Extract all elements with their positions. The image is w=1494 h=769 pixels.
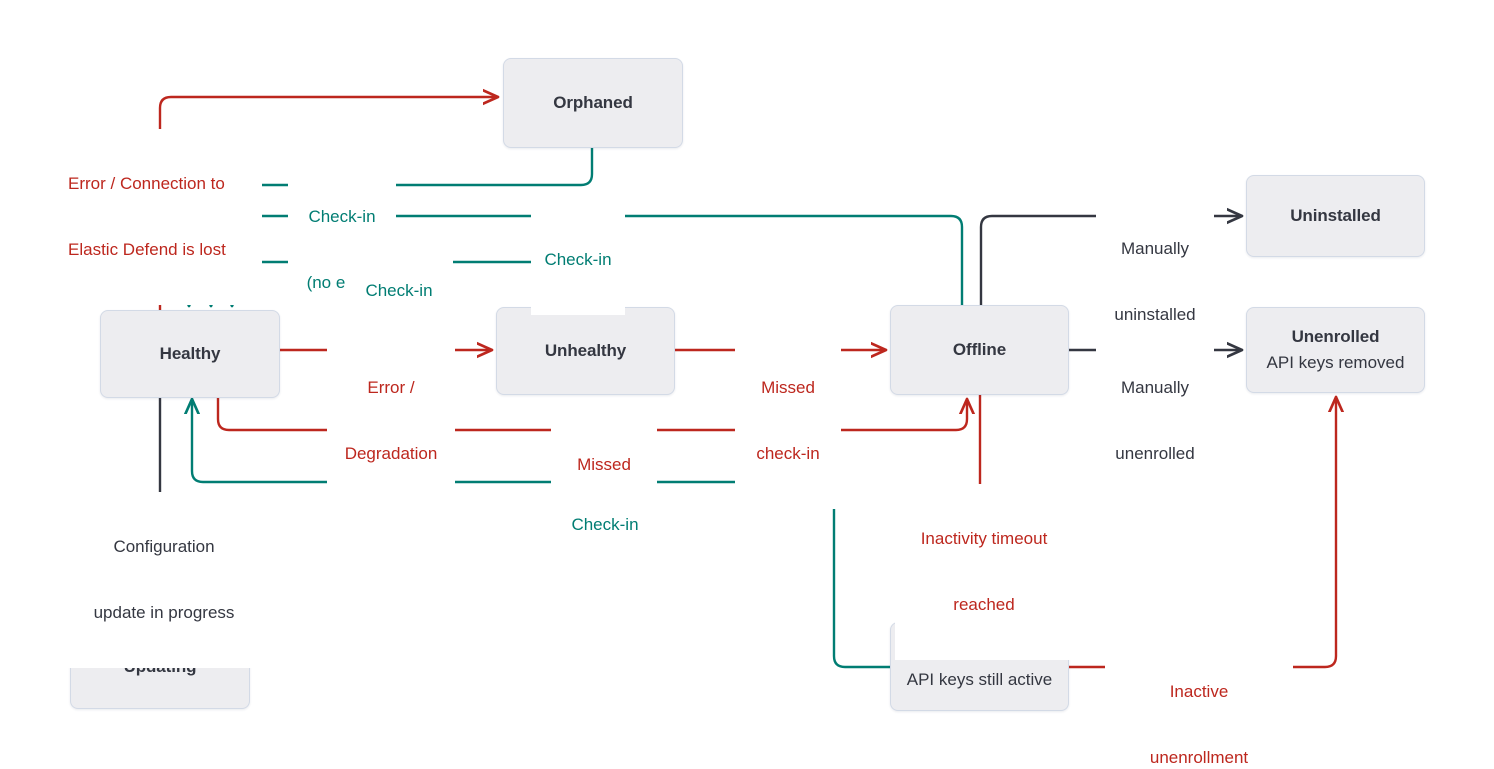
edge-inactive-to-unenrolled bbox=[1066, 397, 1336, 669]
label-manually-unenrolled: Manually unenrolled bbox=[1096, 333, 1214, 509]
node-unenrolled-subtitle: API keys removed bbox=[1266, 353, 1405, 372]
label-checkin-inactive: Check-in bbox=[558, 470, 652, 580]
label-error-connection-lost: Error / Connection to Elastic Defend is … bbox=[64, 129, 262, 305]
node-uninstalled[interactable]: Uninstalled bbox=[1246, 175, 1425, 257]
node-unhealthy-title: Unhealthy bbox=[544, 341, 627, 360]
node-healthy-title: Healthy bbox=[159, 344, 221, 363]
label-inactivity-timeout: Inactivity timeout reached bbox=[895, 484, 1073, 660]
node-uninstalled-title: Uninstalled bbox=[1290, 206, 1381, 225]
node-inactive-subtitle: API keys still active bbox=[906, 669, 1053, 689]
node-unenrolled-title: Unenrolled bbox=[1291, 327, 1380, 346]
node-healthy[interactable]: Healthy bbox=[100, 310, 280, 398]
label-inactive-unenrollment: Inactive unenrollment timeout reached bbox=[1105, 637, 1293, 769]
node-orphaned-title: Orphaned bbox=[553, 93, 633, 112]
label-checkin-offline: Check-in bbox=[531, 205, 625, 315]
label-error-degradation: Error / Degradation bbox=[327, 333, 455, 509]
edge-healthy-to-orphaned bbox=[158, 97, 498, 312]
node-unenrolled[interactable]: Unenrolled API keys removed bbox=[1246, 307, 1425, 393]
edge-offline-to-uninstalled bbox=[979, 216, 1242, 307]
label-configuration-update: Configuration update in progress bbox=[62, 492, 266, 668]
node-offline-title: Offline bbox=[952, 340, 1007, 359]
node-orphaned[interactable]: Orphaned bbox=[503, 58, 683, 148]
node-offline[interactable]: Offline bbox=[890, 305, 1069, 395]
node-unhealthy[interactable]: Unhealthy bbox=[496, 307, 675, 395]
label-missed-checkin-unhealthy: Missed check-in bbox=[735, 333, 841, 509]
